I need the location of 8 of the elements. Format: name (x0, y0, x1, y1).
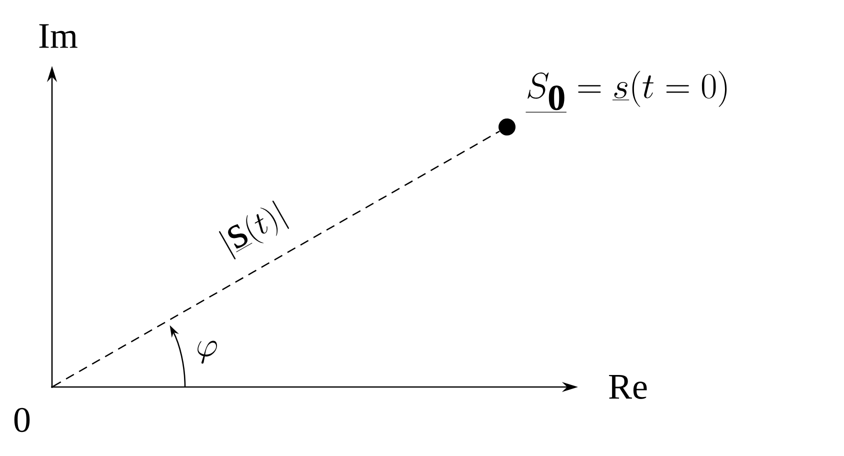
point-label: $\underline{S_{\mathbf{0}}} = \underline{s}(t=0)$ (526, 70, 727, 112)
point-label: 0 (14, 408, 30, 432)
dashed-line (52, 130, 500, 387)
axis-label: $\varphi$ (198, 340, 217, 364)
edge-label: $\left|\underline{\mathrm{s}}(t)\right|$ (218, 200, 290, 260)
axis-label: Im (39, 24, 78, 48)
dot (498, 118, 516, 136)
axis-label: Re (609, 375, 647, 399)
